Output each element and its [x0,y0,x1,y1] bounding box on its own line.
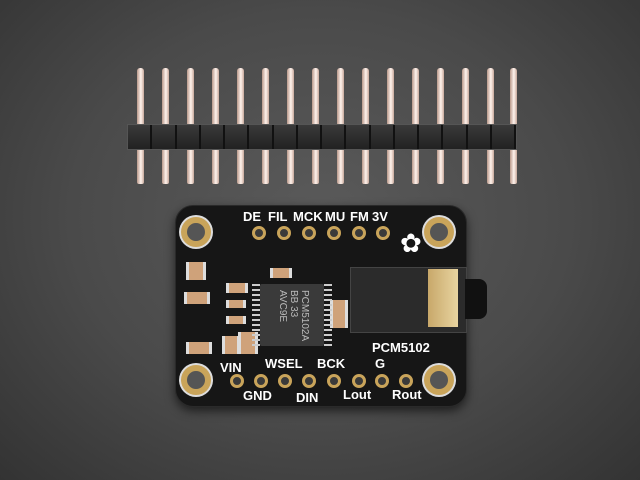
mounting-hole-bottom-right [424,365,454,395]
pin-label-fm: FM [350,209,369,224]
chip-marking-line1: PCM5102A [299,290,310,342]
board-label-pcm5102: PCM5102 [372,340,430,355]
pin-label-din: DIN [296,390,319,405]
flower-logo-icon: ✿ [400,228,422,258]
pin-label-fil: FIL [268,209,288,224]
pin-label-wsel: WSEL [265,356,303,371]
pad-g [375,374,389,388]
mounting-hole-top-left [181,217,211,247]
pin-label-gnd: GND [243,388,272,403]
header-plastic-strip [127,124,517,150]
pin-label-mu: MU [325,209,346,224]
pin-label-vin: VIN [220,360,242,375]
mounting-hole-top-right [424,217,454,247]
male-header-strip [127,66,517,186]
smd-component [186,262,206,280]
pin-label-mck: MCK [293,209,323,224]
pin-label-rout: Rout [392,387,422,402]
smd-component [184,292,210,304]
pin-label-3v: 3V [372,209,388,224]
smd-component [226,283,248,293]
smd-component [270,268,292,278]
pad-mck [302,226,316,240]
ic-legs-left [252,284,260,346]
smd-component [226,300,246,308]
pad-fm [352,226,366,240]
pad-3v [376,226,390,240]
pin-label-bck: BCK [317,356,346,371]
pad-lout [352,374,366,388]
pad-vin [230,374,244,388]
pad-de [252,226,266,240]
pad-rout [399,374,413,388]
pad-din [302,374,316,388]
chip-marking-line3: AVC9E [277,290,288,323]
smd-component [186,342,212,354]
pad-bck [327,374,341,388]
pad-fil [277,226,291,240]
pad-mu [327,226,341,240]
pin-label-g: G [375,356,386,371]
pcm5102a-chip: PCM5102A BB 33 AVC9E [260,284,324,346]
chip-marking-line2: BB 33 [288,290,299,318]
pin-label-de: DE [243,209,262,224]
pad-gnd [254,374,268,388]
mounting-hole-bottom-left [181,365,211,395]
pin-label-lout: Lout [343,387,372,402]
pad-wsel [278,374,292,388]
audio-jack-3-5mm[interactable] [350,267,490,333]
smd-component [330,300,348,328]
ic-legs-right [324,284,332,346]
smd-component [226,316,246,324]
